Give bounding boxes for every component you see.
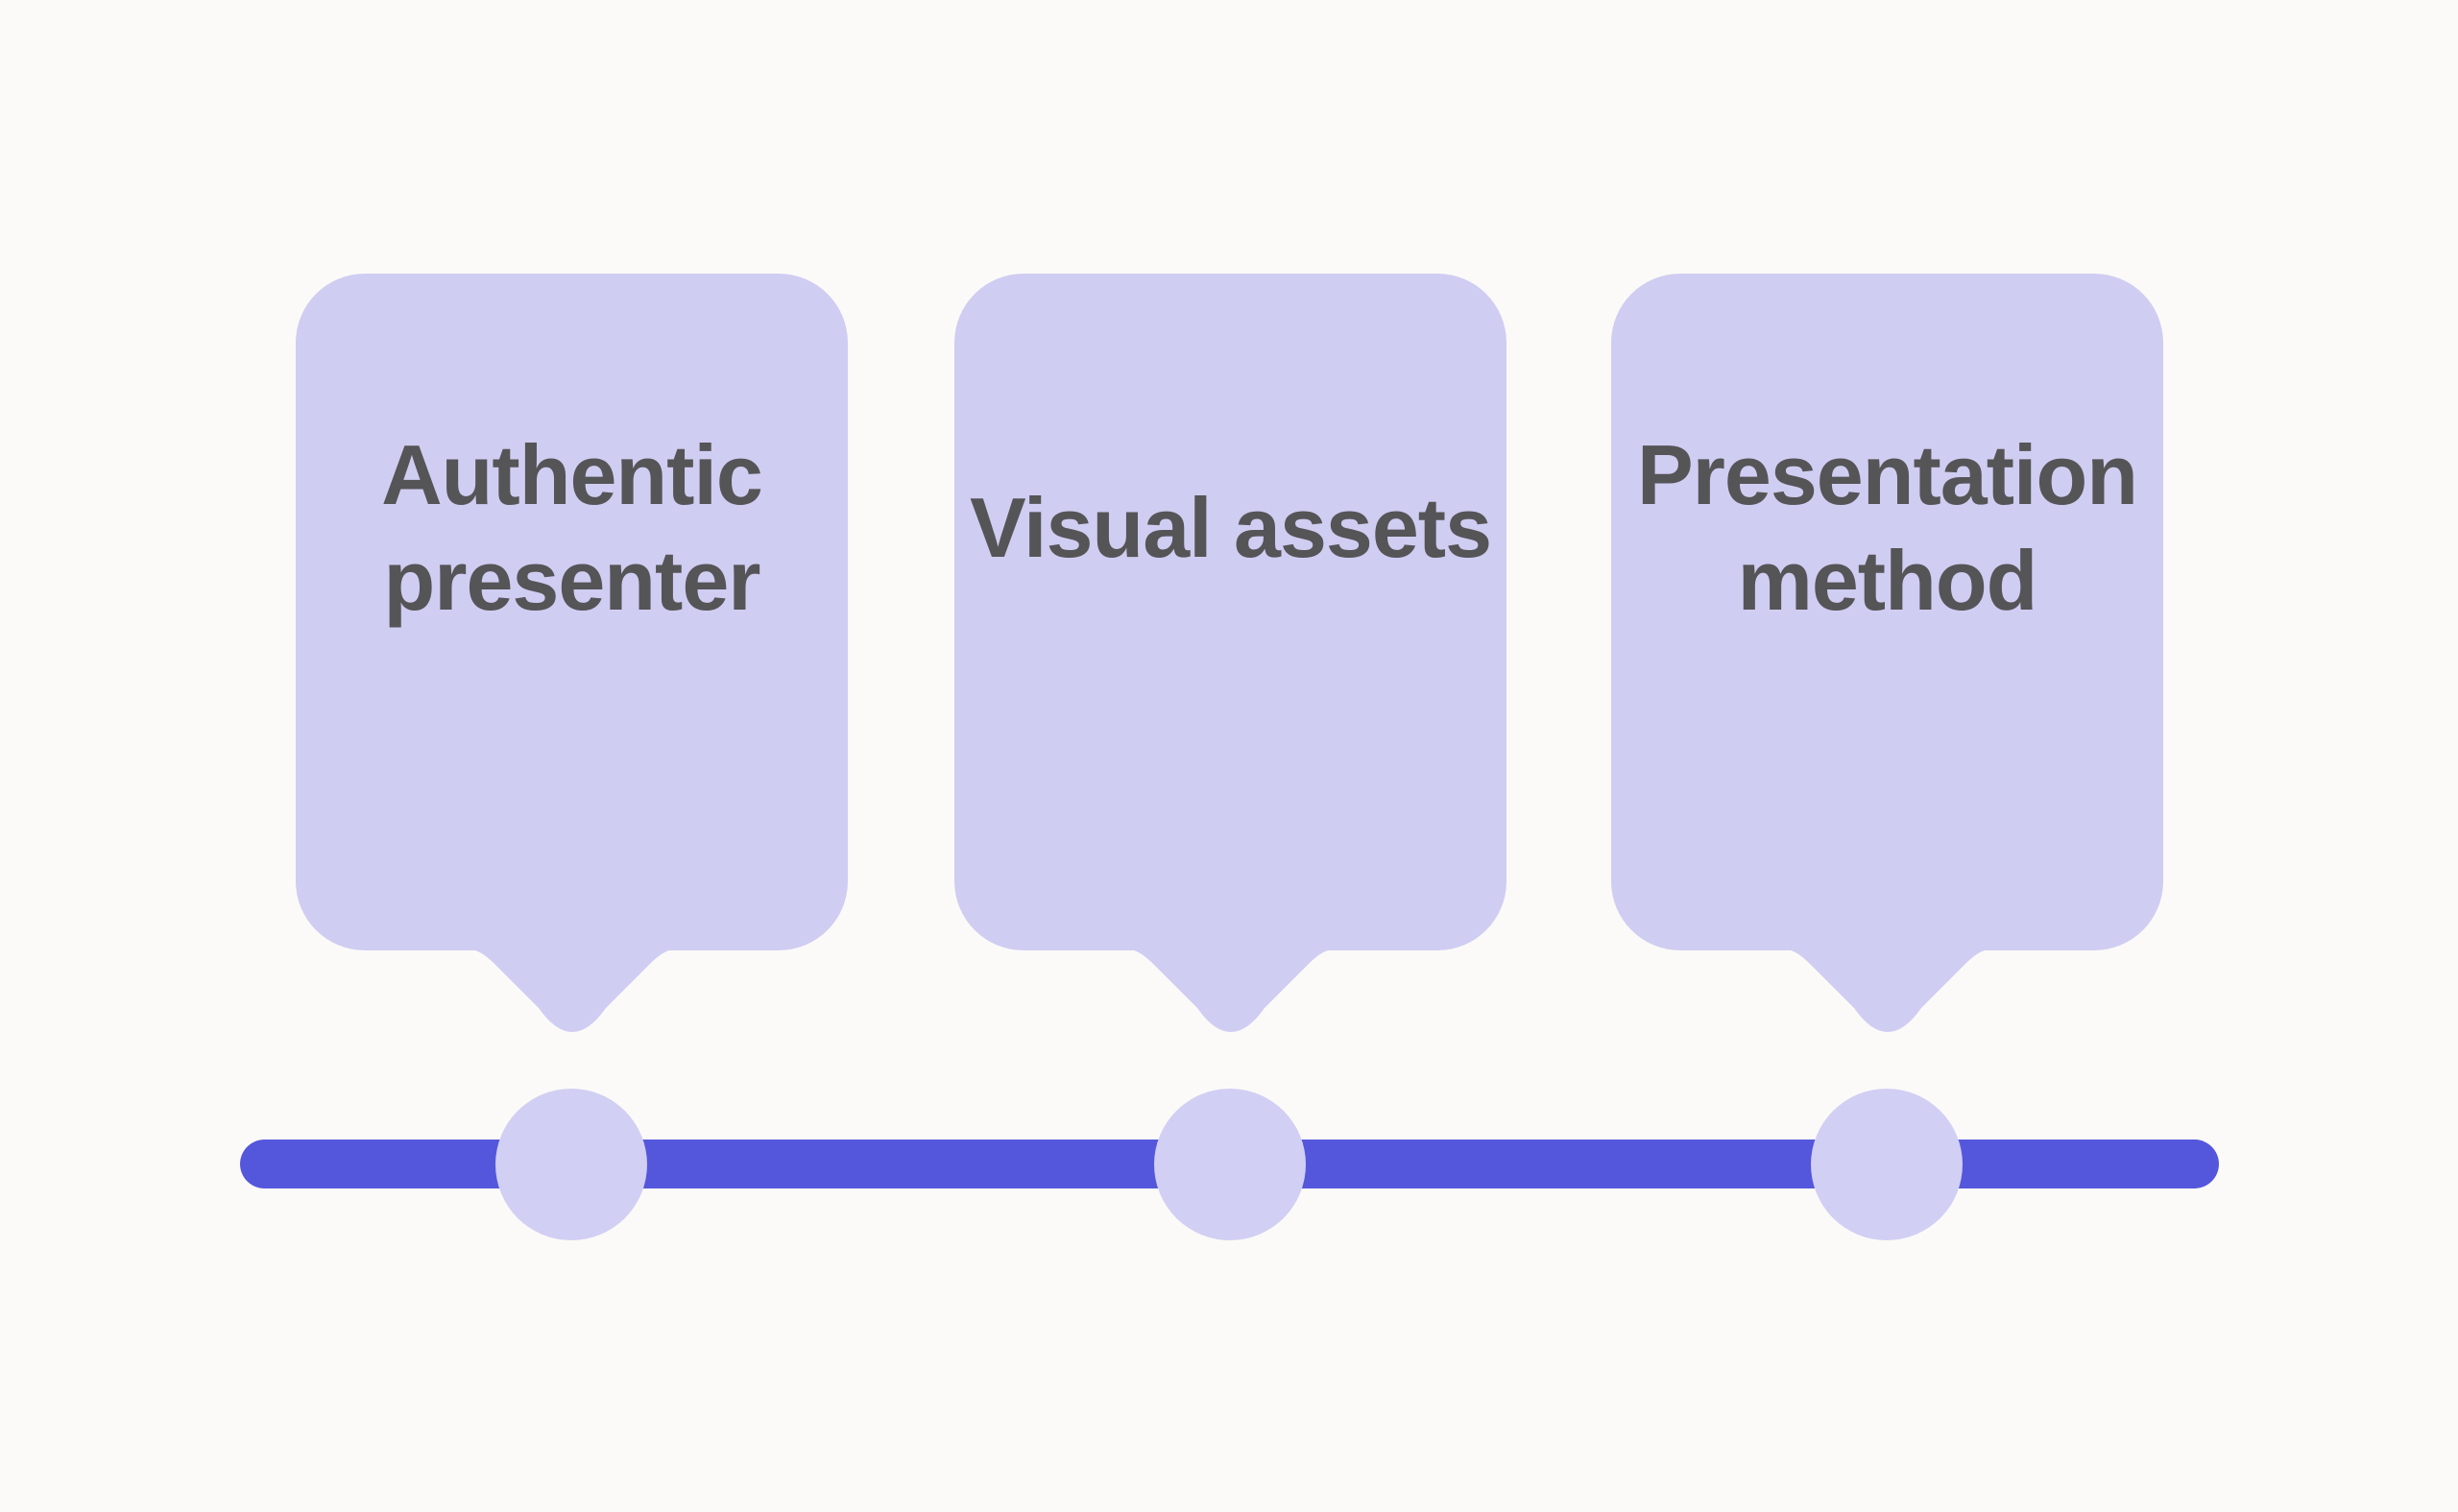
speech-bubble-card: Visual assets — [954, 274, 1506, 950]
timeline-node-dot — [1811, 1089, 1963, 1240]
card-pointer-icon — [1121, 948, 1339, 1032]
speech-bubble-card: Presentation method — [1611, 274, 2163, 950]
card-label: Visual assets — [954, 274, 1506, 782]
card-pointer-icon — [1778, 948, 1996, 1032]
card-pointer-icon — [463, 948, 681, 1032]
card-label-line: Presentation — [1636, 427, 2138, 522]
card-label: Authentic presenter — [296, 274, 848, 782]
card-label-line: Authentic — [381, 427, 763, 522]
card-label-line: method — [1737, 533, 2038, 628]
timeline-node-dot — [1154, 1089, 1306, 1240]
timeline-item-visual-assets: Visual assets — [954, 274, 1506, 1253]
speech-bubble-card: Authentic presenter — [296, 274, 848, 950]
timeline-item-authentic-presenter: Authentic presenter — [296, 274, 848, 1253]
card-label-line: Visual assets — [969, 480, 1492, 575]
card-label-line: presenter — [383, 533, 760, 628]
timeline-node-dot — [495, 1089, 647, 1240]
card-label: Presentation method — [1611, 274, 2163, 782]
timeline-item-presentation-method: Presentation method — [1611, 274, 2163, 1253]
